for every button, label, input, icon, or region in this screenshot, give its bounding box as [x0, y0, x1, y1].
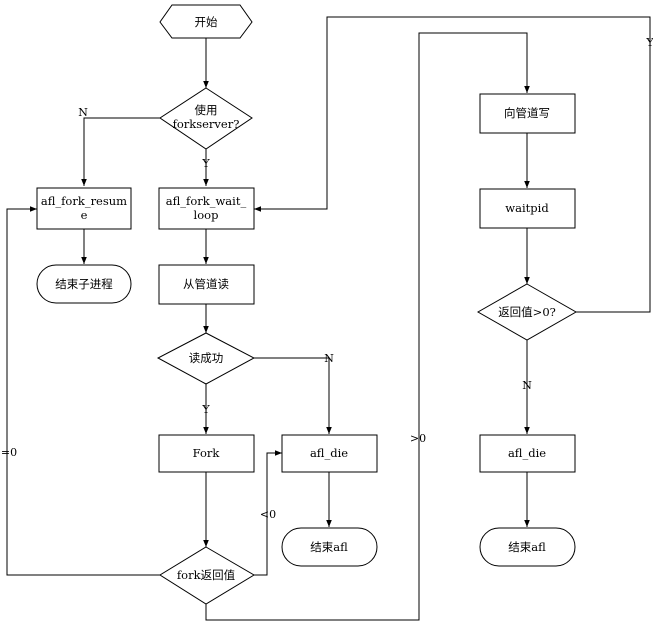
node-start-label: 开始: [195, 15, 218, 29]
node-use-forkserver-line-1: 使用: [195, 103, 218, 117]
node-return-check: 返回值>0?: [476, 283, 578, 341]
edge-fork-gt0-to-write-pipe: [205, 32, 530, 621]
edges: [6, 16, 651, 621]
node-end-child-label: 结束子进程: [55, 277, 113, 291]
node-afl-fork-resume-line-1: afl_fork_resum: [41, 194, 127, 208]
node-read-pipe-label: 从管道读: [183, 277, 229, 291]
node-afl-die-right: afl_die: [479, 434, 576, 473]
node-write-pipe-label: 向管道写: [504, 106, 550, 120]
node-read-pipe: 从管道读: [158, 264, 255, 305]
node-write-pipe: 向管道写: [479, 93, 576, 134]
label-forkserver-no: N: [78, 106, 88, 119]
node-end-afl-right-label: 结束afl: [508, 540, 546, 554]
label-return-yes: Y: [645, 36, 653, 49]
edge-fork-eq0-to-resume: [6, 206, 160, 576]
node-end-afl-left: 结束afl: [281, 527, 378, 567]
node-afl-fork-resume: afl_fork_resum e: [36, 187, 132, 230]
node-afl-die-left-label: afl_die: [310, 446, 348, 460]
label-fork-eq0: =0: [1, 446, 17, 459]
node-afl-die-right-label: afl_die: [508, 446, 546, 460]
edge-read-no-to-afl-die: [254, 357, 332, 434]
node-fork-label: Fork: [193, 446, 221, 460]
node-read-success-label: 读成功: [189, 351, 224, 365]
node-afl-fork-resume-line-2: e: [81, 208, 88, 222]
node-afl-die-left: afl_die: [281, 434, 378, 473]
node-end-afl-left-label: 结束afl: [310, 540, 348, 554]
node-afl-fork-wait-loop-line-2: loop: [194, 208, 219, 222]
node-read-success: 读成功: [156, 332, 256, 385]
edge-return-yes-to-wait-loop: [254, 16, 651, 313]
node-fork: Fork: [158, 434, 255, 473]
node-afl-fork-wait-loop: afl_fork_wait_ loop: [158, 187, 255, 230]
label-return-no: N: [522, 379, 532, 392]
node-afl-fork-wait-loop-line-1: afl_fork_wait_: [166, 194, 247, 208]
edge-fork-lt0-to-afl-die: [254, 450, 282, 576]
node-end-child: 结束子进程: [36, 264, 132, 304]
edge-labels: N Y N Y =0 <0 >0 Y N: [1, 36, 653, 521]
edge-forkserver-no-to-resume: [81, 117, 160, 186]
node-start: 开始: [159, 4, 253, 39]
node-fork-return: fork返回值: [159, 546, 255, 605]
node-end-afl-right: 结束afl: [479, 527, 576, 567]
node-waitpid-label: waitpid: [505, 201, 549, 215]
label-fork-lt0: <0: [260, 508, 276, 521]
label-forkserver-yes: Y: [201, 157, 210, 170]
label-read-no: N: [324, 352, 334, 365]
node-waitpid: waitpid: [479, 188, 576, 229]
label-read-yes: Y: [201, 403, 210, 416]
label-fork-gt0: >0: [410, 432, 426, 445]
node-fork-return-label: fork返回值: [177, 568, 236, 582]
node-use-forkserver-line-2: forkserver?: [173, 117, 240, 131]
node-return-check-label: 返回值>0?: [498, 305, 556, 319]
node-use-forkserver: 使用 forkserver?: [159, 87, 253, 150]
